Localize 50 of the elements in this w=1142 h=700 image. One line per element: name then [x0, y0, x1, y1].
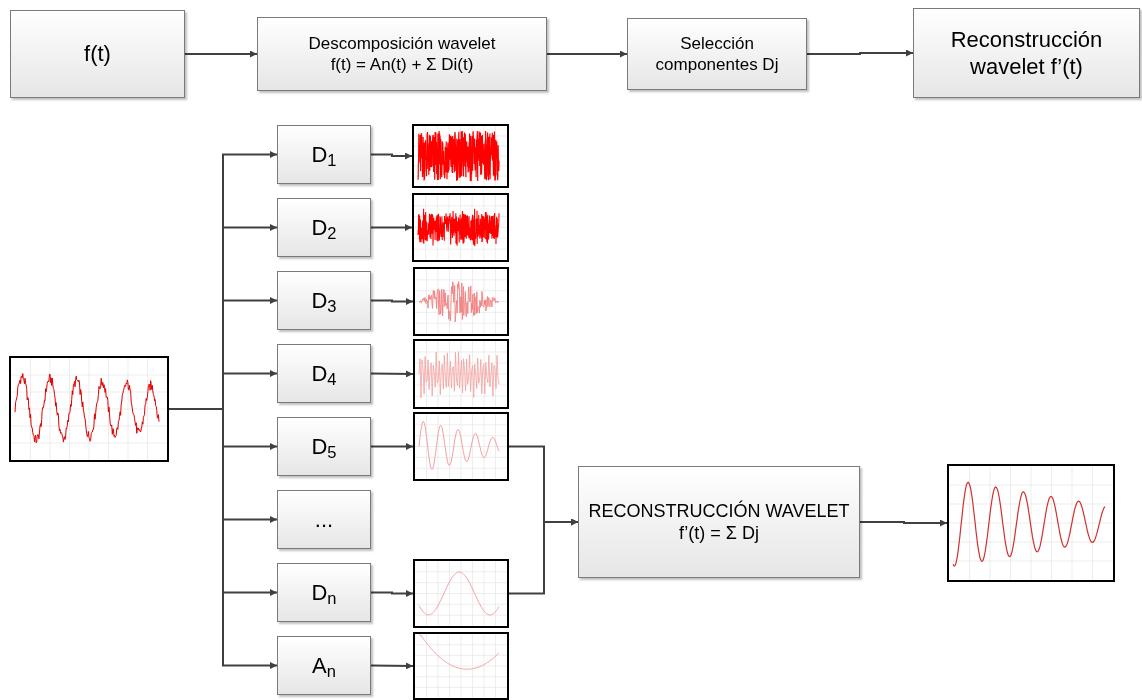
arrow: [508, 518, 579, 595]
box-label: D$_{1}$: [311, 140, 337, 169]
process-box: [277, 344, 371, 403]
box-label: D$_{n}$: [311, 578, 337, 607]
arrow: [546, 50, 628, 58]
process-box: [257, 17, 547, 91]
box-label: f’(t) = Σ Dj: [679, 522, 759, 545]
box-label: D$_{5}$: [311, 432, 337, 461]
arrow: [370, 152, 413, 160]
process-box: [10, 10, 185, 98]
box-label: ...: [314, 505, 334, 534]
arrow: [370, 443, 414, 450]
process-box: [277, 198, 371, 257]
arrow: [370, 590, 414, 597]
box-label: Reconstrucción wavelet f’(t): [949, 25, 1104, 81]
process-box: [913, 8, 1140, 98]
arrow: [184, 50, 258, 58]
box-label: f(t) = An(t) + Σ Di(t): [330, 54, 474, 76]
process-box: [277, 271, 371, 330]
signal-plot: [413, 267, 509, 336]
box-label: f(t): [84, 40, 111, 68]
process-box: [277, 125, 371, 184]
process-box: [277, 563, 371, 622]
box-label: RECONSTRUCCIÓN WAVELET: [588, 499, 850, 522]
box-label: Selección componentes Dj: [654, 32, 780, 76]
box-label: D$_{4}$: [311, 359, 337, 388]
signal-plot: [9, 356, 169, 462]
signal-plot: [412, 193, 509, 262]
arrow: [370, 298, 414, 305]
arrow: [370, 370, 414, 378]
signal-plot: [413, 412, 509, 481]
process-box: [277, 636, 371, 695]
process-box: [277, 417, 371, 476]
arrow: [370, 662, 414, 670]
arrow: [859, 519, 948, 527]
signal-plot: [413, 339, 509, 409]
process-box: [627, 18, 807, 90]
signal-plot: [413, 559, 509, 628]
box-label: D$_{2}$: [311, 213, 337, 242]
box-label: D$_{3}$: [311, 286, 337, 315]
arrow: [370, 224, 413, 231]
box-label: Descomposición wavelet: [308, 32, 496, 54]
process-box: [277, 490, 371, 549]
process-box: [578, 466, 860, 578]
arrow: [806, 49, 914, 57]
arrow: [168, 408, 278, 669]
signal-plot: [412, 124, 509, 188]
signal-plot: [947, 464, 1115, 582]
box-label: A$_{n}$: [312, 651, 336, 680]
signal-plot: [413, 632, 509, 700]
